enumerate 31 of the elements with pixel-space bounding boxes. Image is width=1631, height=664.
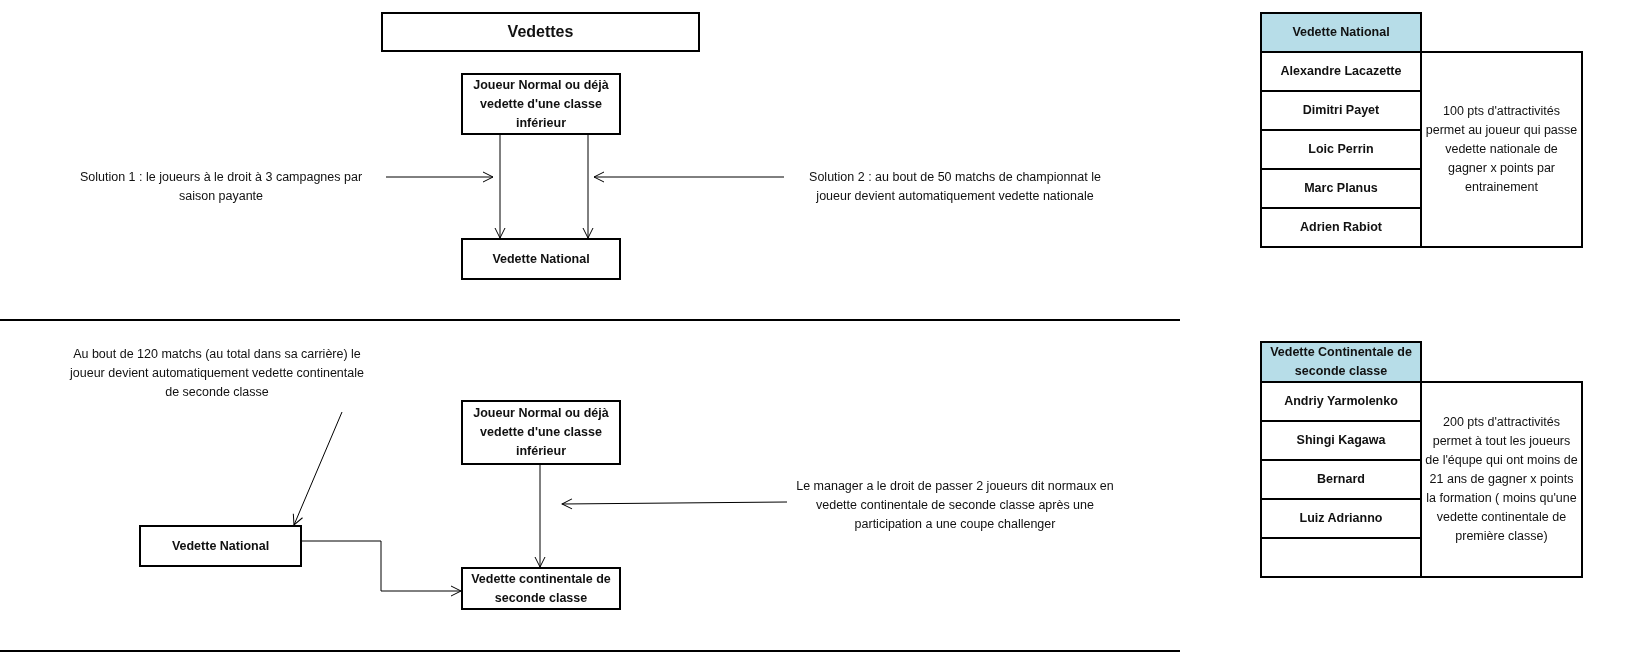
description-cell: 100 pts d'attractivités permet au joueur qui passe vedette nationale de gagner x points par entrainement <box>1421 52 1582 247</box>
description-cell: 200 pts d'attractivités permet à tout les joueurs de l'équpe qui ont moins de 21 ans de gagner x points la formation ( moins qu'une vedette continentale de première classe) <box>1421 382 1582 577</box>
arrow <box>593 171 785 183</box>
note-text: Solution 2 : au bout de 50 matchs de championnat le joueur devient automatiquement vedette nationale <box>790 156 1120 218</box>
name-cell: Bernard <box>1261 460 1421 499</box>
name-cell: Marc Planus <box>1261 169 1421 208</box>
title: Vedettes <box>381 12 700 52</box>
process-box: Vedette National <box>461 238 621 280</box>
name-cell: Adrien Rabiot <box>1261 208 1421 247</box>
process-box: Vedette National <box>139 525 302 567</box>
arrow <box>292 411 343 526</box>
name-cell: Dimitri Payet <box>1261 91 1421 130</box>
name-cell: Andriy Yarmolenko <box>1261 382 1421 421</box>
header-cell: Vedette National <box>1261 13 1421 52</box>
arrow <box>582 134 594 239</box>
name-cell: Alexandre Lacazette <box>1261 52 1421 91</box>
name-cell: Luiz Adrianno <box>1261 499 1421 538</box>
arrow <box>301 540 462 597</box>
note-text: Solution 1 : le joueurs à le droit à 3 campagnes par saison payante <box>62 165 380 209</box>
process-box: Vedette continentale de seconde classe <box>461 567 621 610</box>
process-box: Joueur Normal ou déjà vedette d'une classe inférieur <box>461 400 621 465</box>
name-cell: Loic Perrin <box>1261 130 1421 169</box>
arrow <box>534 464 546 568</box>
name-cell: Shingi Kagawa <box>1261 421 1421 460</box>
process-box: Joueur Normal ou déjà vedette d'une classe inférieur <box>461 73 621 135</box>
note-text: Au bout de 120 matchs (au total dans sa carrière) le joueur devient automatiquement vedette continentale de seconde classe <box>62 342 372 404</box>
header-cell: Vedette Continentale de seconde classe <box>1261 342 1421 382</box>
note-text: Le manager a le droit de passer 2 joueurs dit normaux en vedette continentale de seconde classe après une participation a une coupe challenger <box>790 464 1120 546</box>
arrow <box>561 498 788 510</box>
arrow <box>385 171 494 183</box>
arrow <box>494 134 506 239</box>
